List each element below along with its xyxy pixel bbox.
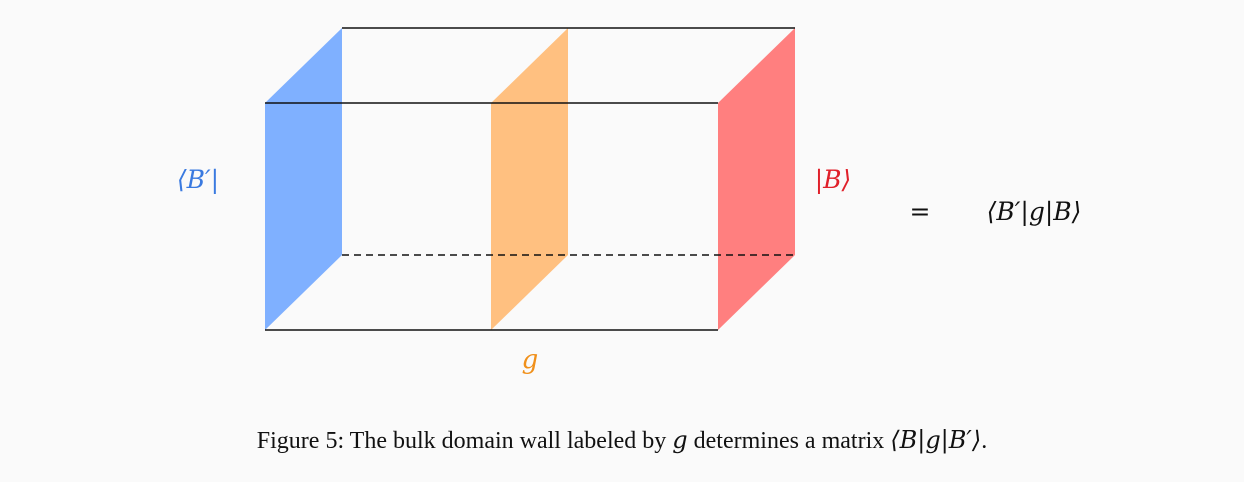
figure-caption: Figure 5: The bulk domain wall labeled b… [0,426,1244,455]
caption-matrix: ⟨B|g|B′⟩ [890,426,982,454]
right-ket-label: |B⟩ [815,165,852,195]
wall-label-g: g [522,345,539,375]
domain-wall-diagram: ⟨B′| |B⟩ g = ⟨B′|g|B⟩ [177,27,1082,375]
middle-domain-wall [491,28,568,330]
equals-sign: = [910,197,931,226]
caption-suffix: . [981,428,988,454]
left-boundary-wall [265,28,342,330]
left-bra-label: ⟨B′| [177,165,219,195]
caption-middle: determines a matrix [687,428,891,454]
matrix-element-result: ⟨B′|g|B⟩ [987,197,1082,227]
right-boundary-wall [718,28,795,330]
caption-prefix: Figure 5: The bulk domain wall labeled b… [256,428,673,454]
caption-variable-g: g [672,426,688,454]
